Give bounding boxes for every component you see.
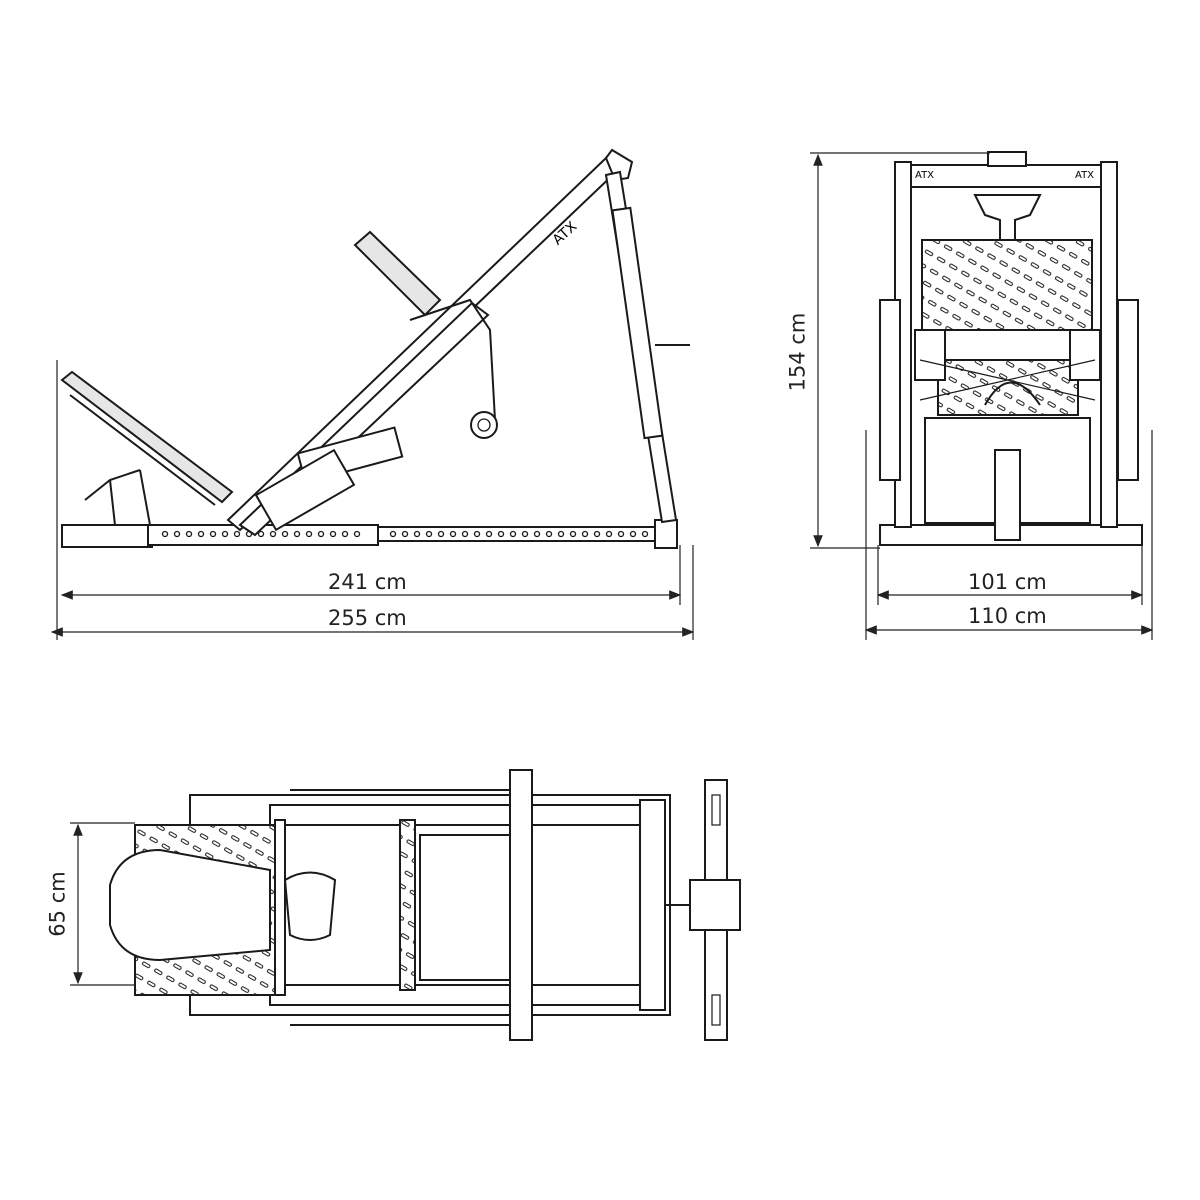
front-logo-right: ATX [1075,170,1094,181]
rail-hole [329,530,337,538]
rail-hole [221,530,229,538]
rail-hole [281,530,289,538]
dimension-241: 241 cm [328,570,407,594]
rail-hole [317,530,325,538]
rail-hole [629,530,637,538]
rail-hole [509,530,517,538]
rail-hole [521,530,529,538]
rail-hole [533,530,541,538]
rail-hole [173,530,181,538]
rail-hole [581,530,589,538]
rail-hole [593,530,601,538]
rail-hole [353,530,361,538]
rail-hole [305,530,313,538]
top-view [109,769,741,1041]
rail-hole [641,530,649,538]
rail-hole [569,530,577,538]
dimension-lines [50,152,1154,986]
side-view: ATX [60,148,690,549]
rail-hole [233,530,241,538]
rail-hole [293,530,301,538]
dimension-65: 65 cm [45,871,70,937]
rail-hole [425,530,433,538]
dimension-101: 101 cm [968,570,1047,594]
rail-hole [617,530,625,538]
rail-hole [473,530,481,538]
rail-hole [197,530,205,538]
dimension-255: 255 cm [328,606,407,630]
rail-hole [413,530,421,538]
rail-hole [545,530,553,538]
rail-hole [209,530,217,538]
rail-hole [341,530,349,538]
rail-hole [185,530,193,538]
rail-hole [257,530,265,538]
rail-hole [161,530,169,538]
rail-hole [485,530,493,538]
front-logo-left: ATX [915,170,934,181]
front-view: ATX ATX [879,151,1143,546]
rail-hole [401,530,409,538]
rail-hole [497,530,505,538]
rail-hole [269,530,277,538]
rail-hole [605,530,613,538]
rail-hole [449,530,457,538]
rail-hole [389,530,397,538]
rail-hole [557,530,565,538]
rail-hole [437,530,445,538]
dimension-154: 154 cm [785,312,810,392]
dimension-110: 110 cm [968,604,1047,628]
rail-hole [461,530,469,538]
